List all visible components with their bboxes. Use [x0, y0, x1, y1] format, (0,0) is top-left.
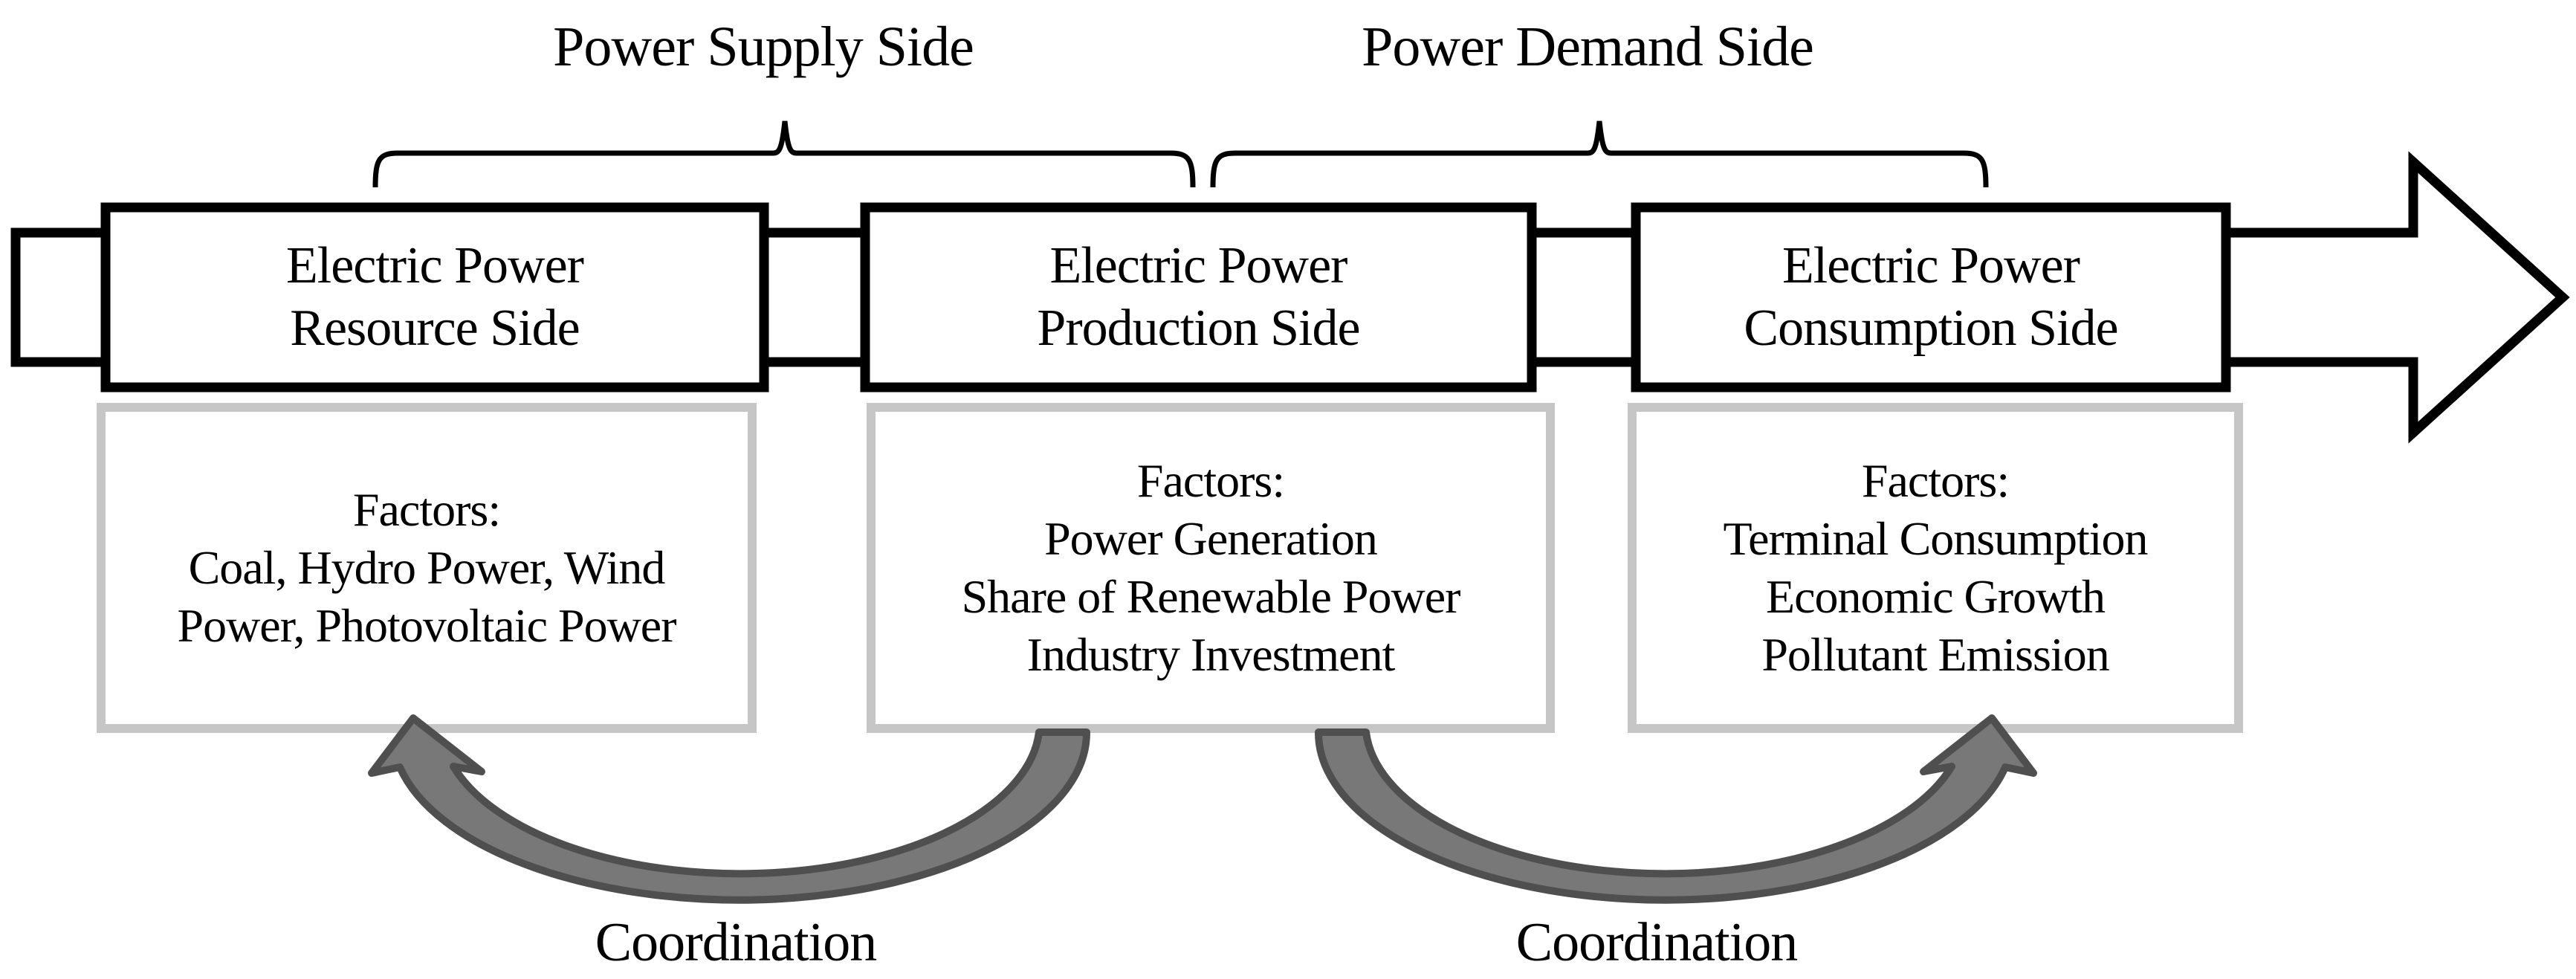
factor-box-resource: [97, 403, 757, 733]
factor-box-consumption: [1628, 403, 2243, 733]
power-demand-side-label: Power Demand Side: [1362, 15, 1814, 78]
coordination-label-left: Coordination: [595, 911, 878, 973]
stage-title-consumption: Electric Power Consumption Side: [1744, 237, 2118, 357]
factor-list-resource: Factors: Coal, Hydro Power, Wind Power, …: [177, 483, 676, 652]
factor-list-production: Factors: Power Generation Share of Renew…: [961, 454, 1461, 681]
stage-box-production: [860, 202, 1537, 392]
coordination-label-right: Coordination: [1515, 911, 1799, 973]
stage-title-resource: Electric Power Resource Side: [286, 237, 584, 357]
supply-brace: [372, 120, 1196, 188]
factor-list-consumption: Factors: Terminal Consumption Economic G…: [1723, 454, 2148, 681]
stage-title-production: Electric Power Production Side: [1037, 237, 1360, 357]
coordination-arc-right: [1314, 714, 2037, 904]
stage-box-resource: [100, 202, 769, 392]
stage-box-consumption: [1631, 202, 2231, 392]
power-supply-side-label: Power Supply Side: [553, 15, 974, 78]
demand-brace: [1210, 120, 1989, 188]
coordination-arc-left: [368, 714, 1091, 904]
factor-box-production: [867, 403, 1555, 733]
